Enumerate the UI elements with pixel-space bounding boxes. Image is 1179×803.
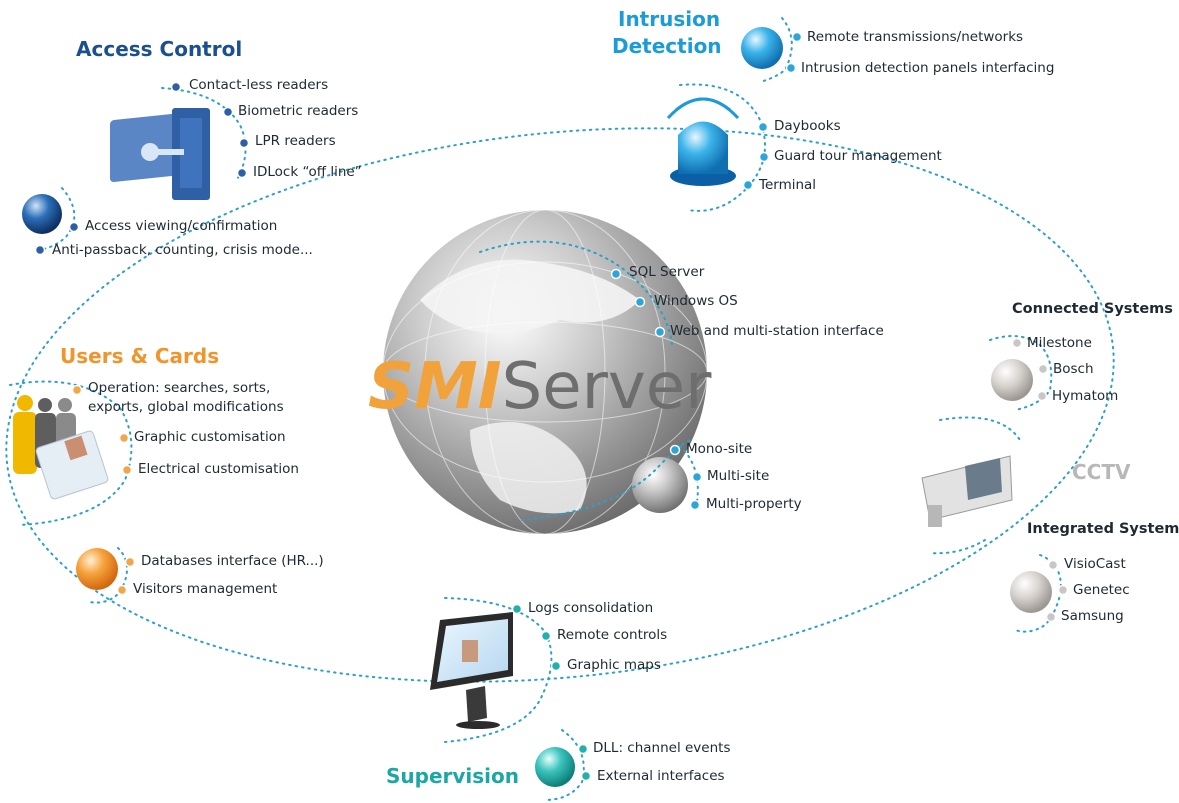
intrusion-heading-line2: Detection bbox=[612, 34, 722, 58]
integrated-item: Samsung bbox=[1061, 608, 1124, 624]
integrated-sphere-icon bbox=[1010, 571, 1052, 613]
access-viewing-item: Anti-passback, counting, crisis mode... bbox=[52, 242, 313, 258]
cctv-heading: CCTV bbox=[1072, 460, 1131, 484]
intrusion-heading-line1: Intrusion bbox=[618, 7, 721, 31]
connected-item: Hymatom bbox=[1052, 388, 1119, 404]
cctv-camera-icon bbox=[921, 455, 1013, 527]
connected-item: Milestone bbox=[1027, 335, 1092, 351]
integrated-systems-heading: Integrated Systems bbox=[1027, 521, 1179, 537]
supervision-sphere-icon bbox=[535, 747, 575, 787]
site-item: Multi-site bbox=[707, 468, 770, 484]
intrusion-remote-item: Remote transmissions/networks bbox=[807, 29, 1024, 45]
users-cards-heading: Users & Cards bbox=[60, 344, 220, 368]
site-item: Mono-site bbox=[686, 441, 753, 457]
users-item: Electrical customisation bbox=[138, 461, 299, 477]
users-item: exports, global modifications bbox=[88, 399, 284, 415]
site-item: Multi-property bbox=[706, 496, 802, 512]
access-item: Biometric readers bbox=[238, 103, 359, 119]
access-item: IDLock “off line” bbox=[253, 164, 362, 180]
access-sphere-icon bbox=[22, 194, 62, 234]
logo-server: Server bbox=[501, 350, 712, 424]
users-sphere-icon bbox=[76, 548, 118, 590]
server-item: Web and multi-station interface bbox=[670, 323, 884, 339]
logo-smi: SMI bbox=[368, 350, 502, 424]
supervision-item: Graphic maps bbox=[567, 657, 661, 673]
db-item: Visitors management bbox=[133, 581, 278, 597]
server-item: SQL Server bbox=[629, 264, 705, 280]
connected-systems-heading: Connected Systems bbox=[1012, 301, 1173, 317]
supervision-heading: Supervision bbox=[386, 764, 520, 788]
server-item: Windows OS bbox=[654, 293, 738, 309]
access-control-heading: Access Control bbox=[76, 37, 243, 61]
dll-item: DLL: channel events bbox=[593, 740, 731, 756]
access-item: LPR readers bbox=[255, 133, 336, 149]
globe-icon bbox=[382, 209, 708, 535]
badge-reader-icon bbox=[110, 108, 210, 200]
db-item: Databases interface (HR...) bbox=[141, 553, 324, 569]
people-card-icon bbox=[13, 395, 109, 500]
integrated-item: Genetec bbox=[1073, 582, 1130, 598]
connected-item: Bosch bbox=[1053, 361, 1094, 377]
connection-ellipse bbox=[5, 127, 1115, 683]
intrusion-item: Guard tour management bbox=[774, 148, 942, 164]
access-item: Contact-less readers bbox=[189, 77, 329, 93]
users-item: Graphic customisation bbox=[134, 429, 286, 445]
dll-item: External interfaces bbox=[597, 768, 725, 784]
intrusion-item: Terminal bbox=[759, 177, 817, 193]
integrated-item: VisioCast bbox=[1064, 556, 1126, 572]
smi-server-logo: SMIServer bbox=[368, 352, 711, 422]
intrusion-sphere-icon bbox=[741, 27, 783, 69]
intrusion-remote-item: Intrusion detection panels interfacing bbox=[801, 60, 1055, 76]
users-item: Operation: searches, sorts, bbox=[88, 380, 271, 396]
small-globe-icon bbox=[632, 457, 688, 513]
supervision-item: Logs consolidation bbox=[528, 600, 654, 616]
intrusion-item: Daybooks bbox=[774, 118, 841, 134]
access-viewing-item: Access viewing/confirmation bbox=[85, 218, 278, 234]
siren-light-icon bbox=[666, 97, 740, 186]
connected-sphere-icon bbox=[991, 359, 1033, 401]
supervision-item: Remote controls bbox=[557, 627, 668, 643]
monitor-icon bbox=[430, 612, 513, 729]
